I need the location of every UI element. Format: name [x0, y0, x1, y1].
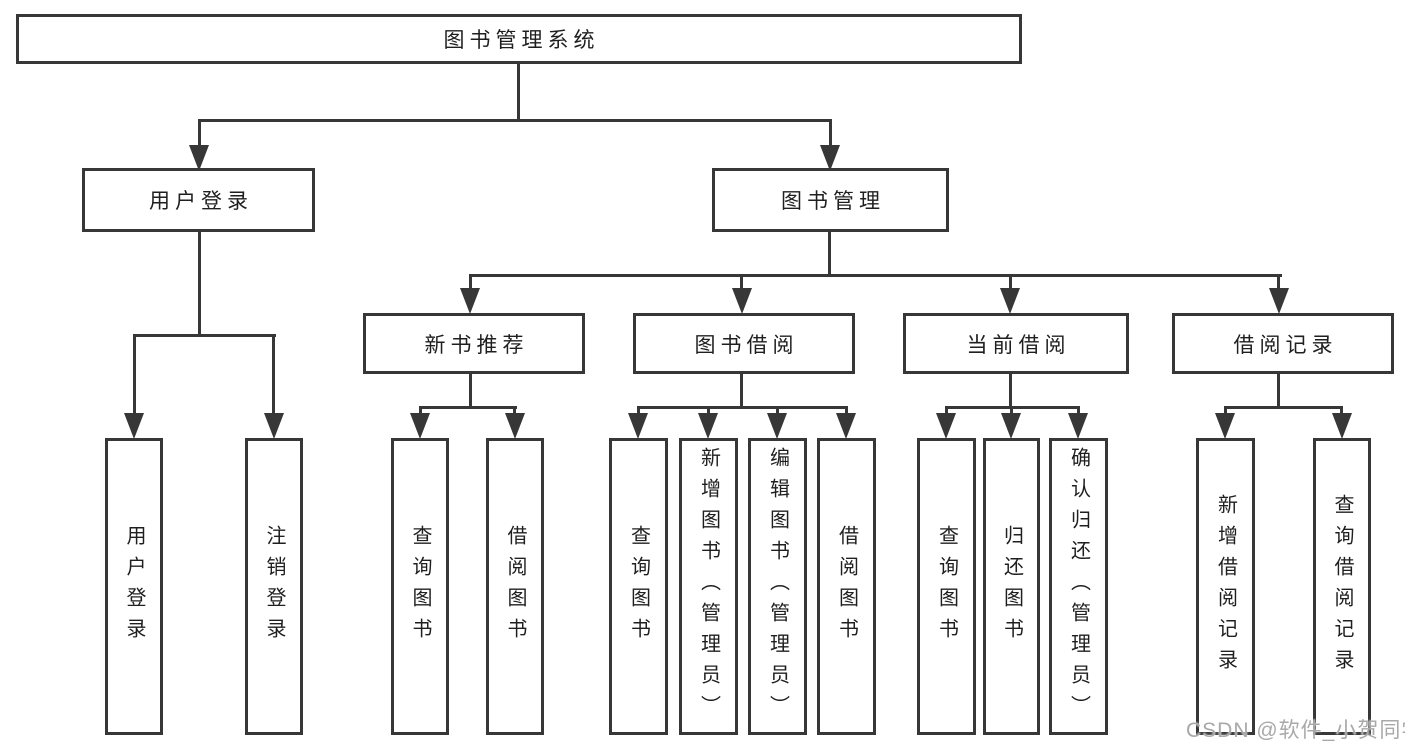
connector-line — [1277, 276, 1280, 290]
leaf-add-borrow-record: 新增借阅记录 — [1196, 438, 1255, 735]
arrowhead-down-icon — [1001, 413, 1021, 439]
leaf-query-borrow-record: 查询借阅记录 — [1313, 438, 1371, 735]
arrowhead-down-icon — [189, 145, 209, 171]
arrowhead-down-icon — [820, 145, 840, 171]
connector-line — [707, 408, 710, 417]
arrowhead-down-icon — [505, 413, 525, 439]
arrowhead-down-icon — [124, 413, 144, 439]
connector-line — [419, 408, 422, 417]
connector-line — [133, 336, 136, 414]
arrowhead-down-icon — [1000, 288, 1020, 314]
leaf-borrow-book-2: 借阅图书 — [817, 438, 876, 735]
arrowhead-down-icon — [732, 288, 752, 314]
connector-line — [517, 64, 520, 121]
connector-line — [198, 119, 832, 122]
connector-line — [133, 334, 276, 337]
connector-line — [1340, 408, 1343, 417]
connector-line — [272, 336, 275, 414]
node-user-login: 用户登录 — [82, 168, 315, 232]
connector-line — [776, 408, 779, 417]
connector-line — [469, 374, 472, 408]
leaf-query-book-1: 查询图书 — [391, 438, 449, 735]
connector-line — [845, 408, 848, 417]
connector-line — [1277, 374, 1280, 408]
connector-line — [513, 408, 516, 417]
arrowhead-down-icon — [1068, 413, 1088, 439]
connector-line — [828, 232, 831, 276]
node-new-book-recommend: 新书推荐 — [363, 313, 585, 374]
leaf-borrow-book-1: 借阅图书 — [486, 438, 544, 735]
arrowhead-down-icon — [410, 413, 430, 439]
arrowhead-down-icon — [936, 413, 956, 439]
connector-line — [1009, 276, 1012, 290]
node-current-borrow: 当前借阅 — [903, 313, 1129, 374]
connector-line — [1009, 374, 1012, 408]
connector-line — [740, 276, 743, 290]
leaf-edit-book-admin: 编辑图书（管理员） — [748, 438, 807, 735]
arrowhead-down-icon — [836, 413, 856, 439]
connector-line — [740, 374, 743, 408]
node-borrow-records: 借阅记录 — [1172, 313, 1394, 374]
arrowhead-down-icon — [1332, 413, 1352, 439]
arrowhead-down-icon — [1215, 413, 1235, 439]
leaf-query-book-3: 查询图书 — [917, 438, 976, 735]
connector-line — [1224, 406, 1343, 409]
connector-line — [198, 232, 201, 336]
arrowhead-down-icon — [698, 413, 718, 439]
csdn-watermark: CSDN @软件_小贺同学 — [1186, 719, 1405, 742]
connector-line — [419, 406, 517, 409]
arrowhead-down-icon — [1269, 288, 1289, 314]
leaf-add-book-admin: 新增图书（管理员） — [679, 438, 738, 735]
connector-line — [469, 276, 472, 290]
leaf-return-book: 归还图书 — [983, 438, 1040, 735]
leaf-query-book-2: 查询图书 — [609, 438, 668, 735]
arrowhead-down-icon — [264, 413, 284, 439]
node-book-management: 图书管理 — [712, 168, 949, 232]
connector-line — [1010, 408, 1013, 417]
arrowhead-down-icon — [460, 288, 480, 314]
connector-line — [829, 121, 832, 147]
connector-line — [1077, 408, 1080, 417]
connector-line — [198, 121, 201, 147]
node-book-borrow: 图书借阅 — [633, 313, 855, 374]
connector-line — [469, 274, 1282, 277]
connector-line — [945, 406, 1080, 409]
leaf-confirm-return-admin: 确认归还（管理员） — [1049, 438, 1108, 735]
arrowhead-down-icon — [767, 413, 787, 439]
leaf-logout: 注销登录 — [245, 438, 303, 735]
connector-line — [1224, 408, 1227, 417]
connector-line — [637, 406, 848, 409]
node-root: 图书管理系统 — [16, 14, 1022, 64]
leaf-user-login: 用户登录 — [105, 438, 163, 735]
arrowhead-down-icon — [628, 413, 648, 439]
connector-line — [637, 408, 640, 417]
connector-line — [945, 408, 948, 417]
